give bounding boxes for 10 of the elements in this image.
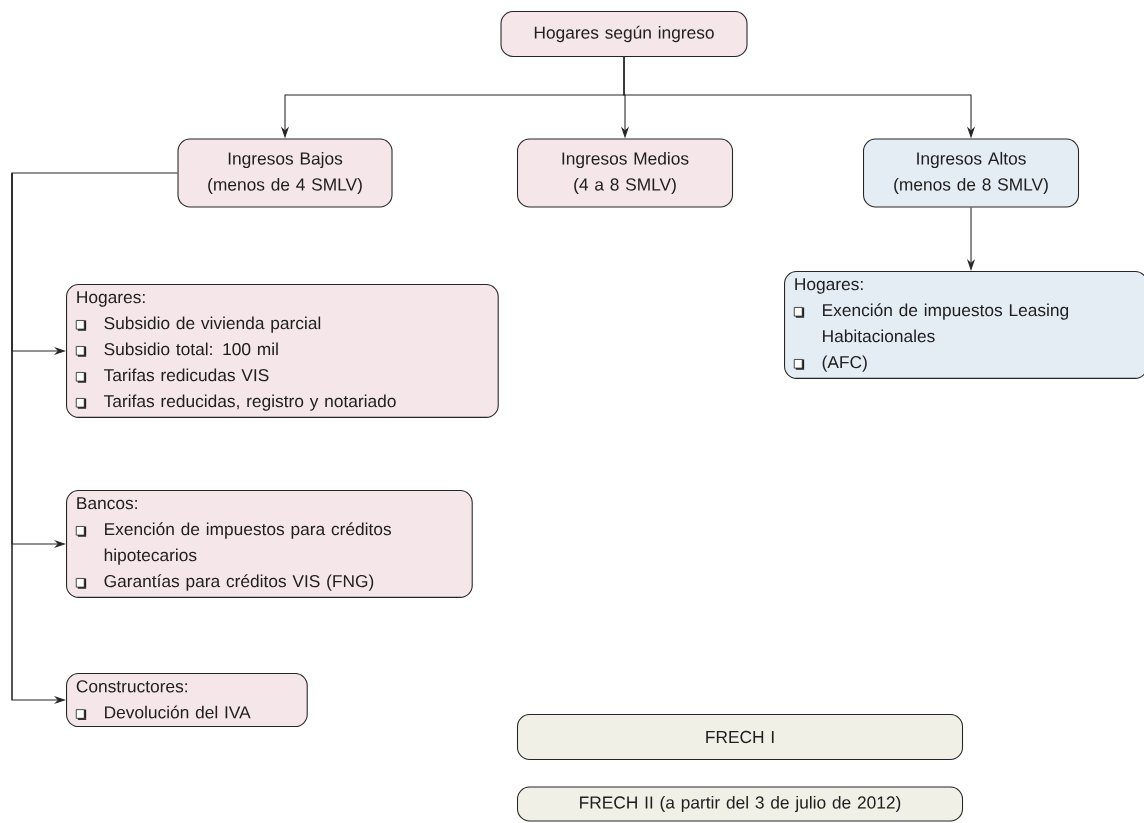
category-box: Ingresos Altos (menos de 8 SMLV) bbox=[862, 138, 1080, 208]
category-box: Ingresos Medios (4 a 8 SMLV) bbox=[516, 138, 734, 208]
info-box: Bancos: Exención de impuestos para créditos hipotecarios Garantías para créditos VIS (FNG) bbox=[66, 490, 473, 598]
info-box: Hogares: Subsidio de vivienda parcial Subsidio total: 100 mil Tarifas redicudas VIS Tarifas reducidas, registro y notariado bbox=[66, 284, 499, 418]
category-box: Ingresos Bajos (menos de 4 SMLV) bbox=[177, 138, 393, 208]
category-box: FRECH II (a partir del 3 de julio de 2012) bbox=[516, 786, 964, 822]
info-box: Hogares: Exención de impuestos Leasing Habitacionales (AFC) bbox=[784, 271, 1144, 379]
info-box: Constructores: Devolución del IVA bbox=[66, 673, 308, 728]
category-box: FRECH I bbox=[516, 713, 964, 761]
title-box: Hogares según ingreso bbox=[500, 10, 748, 58]
